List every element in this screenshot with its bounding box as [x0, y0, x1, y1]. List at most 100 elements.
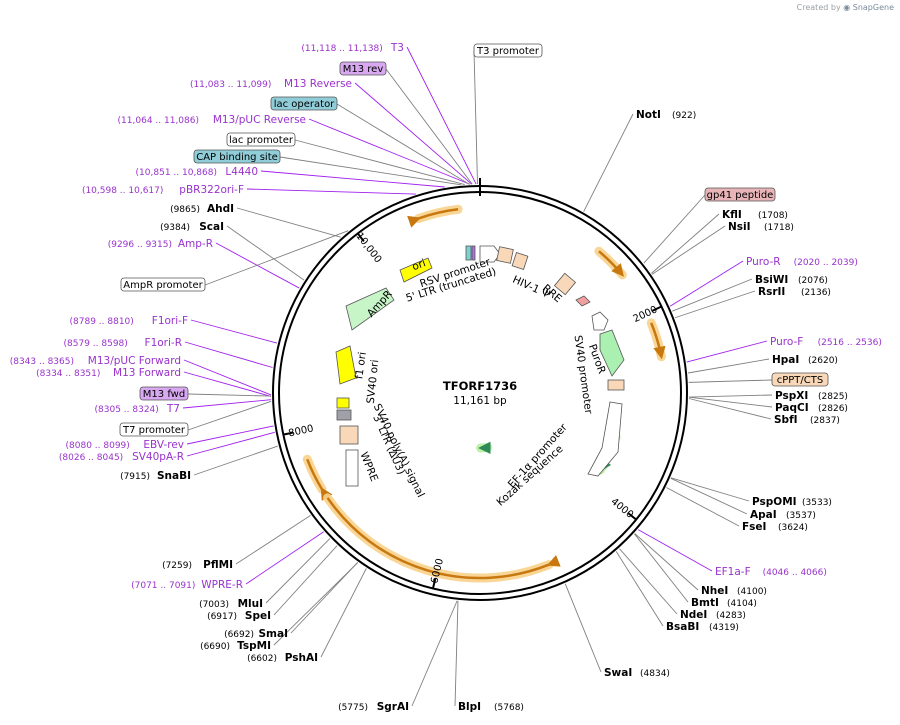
restriction-site-label[interactable]: HpaI(2620) [772, 354, 838, 366]
restriction-site-label[interactable]: SgrAI(5775) [338, 701, 409, 713]
leader-line [406, 46, 477, 185]
feature-box-label[interactable]: T7 promoter [119, 422, 189, 437]
site-name: RsrII [758, 286, 785, 298]
feature-box-label[interactable]: cPPT/CTS [771, 372, 829, 387]
primer-label[interactable]: L4440(10,851 .. 10,868) [136, 166, 258, 178]
site-name: SnaBI [157, 470, 191, 482]
site-name: PspOMI [752, 496, 797, 508]
primer-label[interactable]: WPRE-R(7071 .. 7091) [131, 579, 243, 591]
primer-label[interactable]: T3(11,118 .. 11,138) [301, 42, 404, 54]
restriction-site-label[interactable]: AhdI(9865) [170, 203, 234, 215]
leader-line [686, 340, 768, 363]
leader-line [634, 533, 689, 603]
restriction-site-label[interactable]: NsiI(1718) [728, 221, 794, 233]
restriction-site-label[interactable]: PspOMI(3533) [752, 496, 832, 508]
feature-box-label[interactable]: gp41 peptide [704, 187, 776, 202]
primer-name: WPRE-R [201, 579, 243, 591]
feature-box-text: gp41 peptide [707, 190, 774, 201]
leader-line [273, 545, 338, 616]
primer-label[interactable]: EF1a-F(4046 .. 4066) [715, 566, 827, 578]
leader-line [666, 487, 740, 527]
feature-box-label[interactable]: M13 rev [339, 61, 387, 76]
restriction-site-label[interactable]: KflI(1708) [722, 209, 788, 221]
scale-tick-mark [651, 305, 662, 312]
restriction-site-label[interactable]: NheI(4100) [701, 585, 767, 597]
primer-label[interactable]: F1ori-F(8789 .. 8810) [70, 315, 188, 327]
restriction-site-label[interactable]: BsaBI(4319) [666, 621, 739, 633]
primer-label[interactable]: M13 Reverse(11,083 .. 11,099) [190, 78, 352, 90]
site-coord: (4319) [709, 623, 739, 633]
restriction-site-label[interactable]: BmtI(4104) [691, 597, 757, 609]
primer-label[interactable]: EBV-rev(8080 .. 8099) [66, 439, 184, 451]
primer-name: Puro-R [746, 256, 781, 268]
leader-line [235, 515, 311, 565]
feature-box-label[interactable]: lac operator [270, 96, 338, 111]
feature-box-text: lac promoter [229, 135, 294, 146]
primer-name: L4440 [225, 166, 258, 178]
feature-arc [598, 250, 624, 277]
restriction-site-label[interactable]: SmaI(6692) [224, 628, 288, 640]
restriction-site-label[interactable]: SwaI(4834) [604, 667, 670, 679]
site-name: KflI [722, 209, 742, 221]
rre-feature [553, 272, 577, 296]
restriction-site-label[interactable]: PaqCI(2826) [775, 402, 848, 414]
primer-label[interactable]: SV40pA-R(8026 .. 8045) [59, 451, 184, 463]
primer-label[interactable]: M13/pUC Forward(8343 .. 8365) [10, 355, 181, 367]
primer-label[interactable]: Amp-R(9296 .. 9315) [108, 238, 213, 250]
site-coord: (6917) [207, 612, 237, 622]
restriction-site-label[interactable]: BlpI(5768) [458, 701, 524, 713]
site-coord: (6690) [200, 642, 230, 652]
restriction-site-label[interactable]: SpeI(6917) [207, 610, 271, 622]
feature-box-label[interactable]: CAP binding site [193, 149, 281, 164]
leader-line [688, 394, 773, 398]
feature-arc [407, 208, 459, 228]
leader-line [411, 600, 458, 707]
primer-label[interactable]: M13/pUC Reverse(11,064 .. 11,086) [118, 114, 306, 126]
feature-label-kozak: Kozak sequence [494, 443, 565, 509]
restriction-site-label[interactable]: PspXI(2825) [775, 390, 848, 402]
restriction-site-label[interactable]: TspMI(6690) [200, 640, 271, 652]
feature-box-label[interactable]: lac promoter [226, 132, 296, 147]
primer-label[interactable]: F1ori-R(8579 .. 8598) [64, 337, 182, 349]
restriction-site-label[interactable]: PflMI(7259) [162, 559, 233, 571]
feature-box-label[interactable]: M13 fwd [139, 386, 189, 401]
site-name: NotI [636, 109, 661, 121]
restriction-site-label[interactable]: BsiWI(2076) [755, 274, 828, 286]
primer-label[interactable]: M13 Forward(8334 .. 8351) [36, 367, 181, 379]
restriction-site-label[interactable]: NotI(922) [636, 109, 696, 121]
feature-box-label[interactable]: AmpR promoter [120, 277, 206, 292]
primer-label[interactable]: Puro-R(2020 .. 2039) [746, 256, 858, 268]
primer-label[interactable]: pBR322ori-F(10,598 .. 10,617) [82, 184, 244, 196]
leader-line [183, 371, 272, 397]
primer-label[interactable]: Puro-F(2516 .. 2536) [770, 336, 882, 348]
leader-line [204, 230, 349, 286]
restriction-site-label[interactable]: MluI(7003) [199, 598, 263, 610]
leader-line [688, 398, 772, 420]
feature-box-label[interactable]: T3 promoter [473, 43, 543, 58]
restriction-site-label[interactable]: FseI(3624) [742, 521, 808, 533]
primer-coord: (11,118 .. 11,138) [301, 44, 382, 54]
restriction-site-label[interactable]: SbfI(2837) [774, 414, 840, 426]
leader-line [290, 562, 358, 634]
site-coord: (2136) [801, 288, 831, 298]
restriction-site-label[interactable]: ApaI(3537) [750, 509, 816, 521]
primer-label[interactable]: T7(8305 .. 8324) [95, 403, 180, 415]
leader-line [385, 68, 473, 185]
site-name: PflMI [203, 559, 233, 571]
restriction-site-label[interactable]: NdeI(4283) [680, 609, 746, 621]
restriction-site-label[interactable]: ScaI(9384) [160, 221, 224, 233]
plasmid-name: TFORF1736 [443, 379, 517, 393]
site-name: FseI [742, 521, 766, 533]
restriction-site-label[interactable]: PshAI(6602) [247, 652, 318, 664]
feature-box [339, 61, 387, 76]
feature-box [226, 132, 296, 147]
restriction-site-label[interactable]: RsrII (2136) [758, 286, 831, 298]
outer-labels: NotI(922) KflI(1708)NsiI(1718) BsiWI(2076)… [10, 42, 882, 713]
leader-line [454, 600, 459, 707]
sv40-ori-feature [336, 397, 350, 409]
feature-box [193, 149, 281, 164]
restriction-site-label[interactable]: SnaBI (7915) [120, 470, 191, 482]
site-coord: (7915) [120, 472, 150, 482]
